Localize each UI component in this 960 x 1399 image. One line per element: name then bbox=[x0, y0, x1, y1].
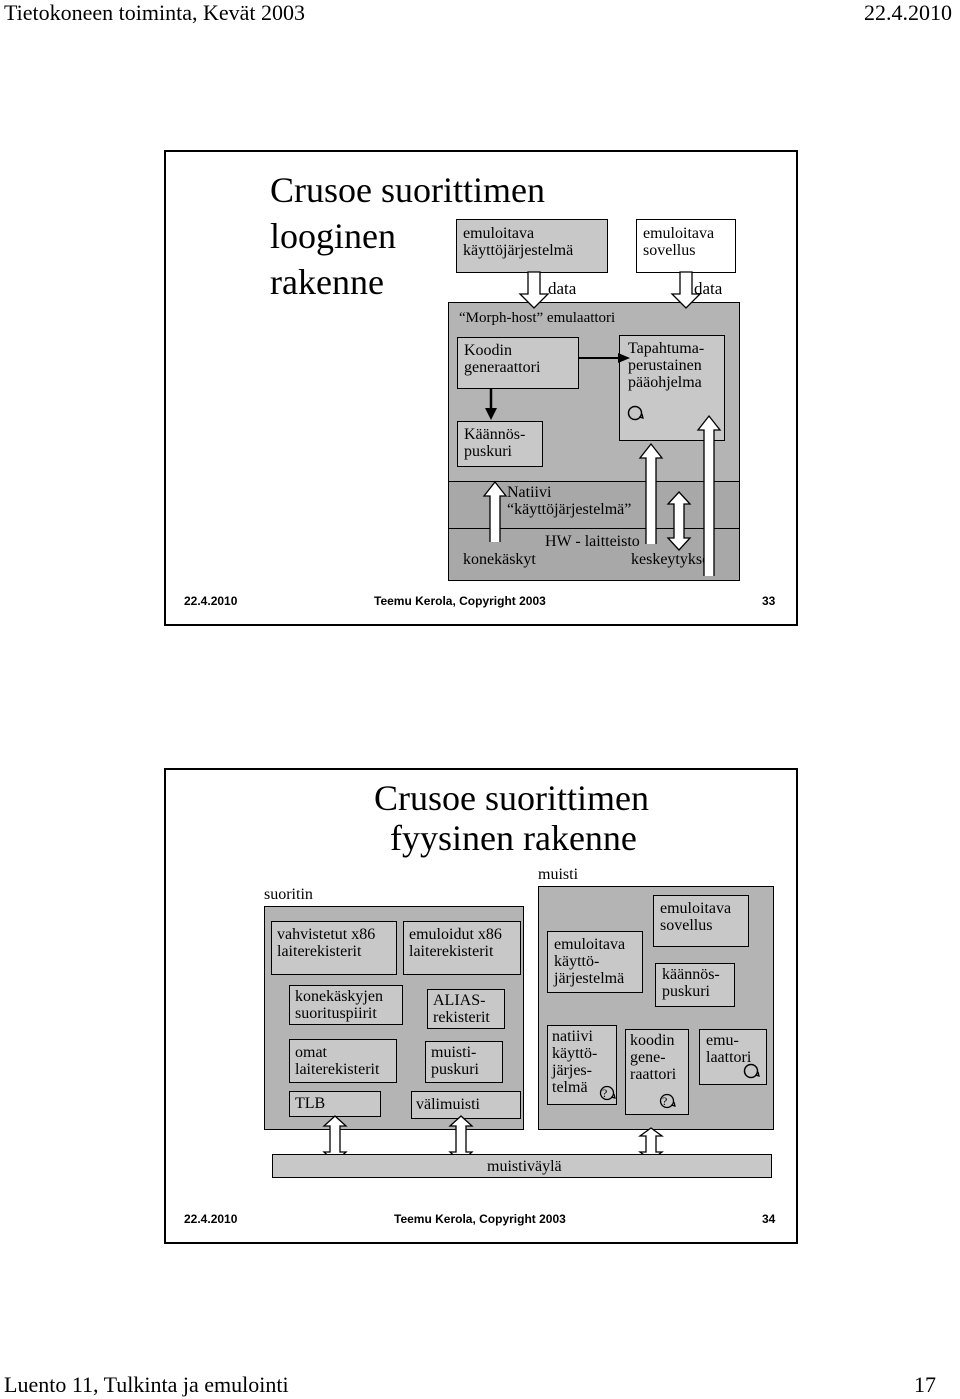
arrow-native-double bbox=[666, 491, 692, 551]
data-arrow-down-1 bbox=[518, 271, 550, 309]
slide2-title-line2: fyysinen rakenne bbox=[390, 818, 637, 858]
course-header: Tietokoneen toiminta, Kevät 2003 bbox=[4, 0, 306, 25]
tlb-box: TLB bbox=[289, 1091, 381, 1117]
code-generator-box: Koodin generaattori bbox=[457, 337, 579, 389]
processor-box: vahvistetut x86 laiterekisterit emuloidu… bbox=[264, 906, 524, 1130]
morph-host-label: “Morph-host” emulaattori bbox=[459, 310, 616, 326]
emulated-os-label: emuloitava käyttöjärjestelmä bbox=[463, 225, 574, 259]
cache-box: välimuisti bbox=[411, 1091, 521, 1119]
exec-pipelines-box: konekäskyjen suorituspiirit bbox=[289, 985, 403, 1025]
tlb-label: TLB bbox=[295, 1095, 326, 1112]
trans-buf-box: käännös- puskuri bbox=[655, 963, 735, 1007]
slide2-footer-number: 34 bbox=[762, 1212, 776, 1226]
slide2-title-line1: Crusoe suorittimen bbox=[374, 778, 649, 818]
slide1-title-line1: Crusoe suorittimen bbox=[270, 170, 545, 210]
arrow-up-event-1 bbox=[638, 442, 664, 544]
slide-physical-structure: Crusoe suorittimen fyysinen rakenne suor… bbox=[164, 768, 798, 1244]
data-arrow-down-2 bbox=[670, 271, 702, 309]
slide-logical-structure: Crusoe suorittimen looginen rakenne emul… bbox=[164, 150, 798, 626]
emulator-label: emu- laattori bbox=[706, 1032, 752, 1066]
arrow-codegen-to-buffer bbox=[485, 388, 497, 420]
native-os2-box: natiivi käyttö- järjes- telmä ? bbox=[547, 1025, 617, 1105]
trans-buf-label: käännös- puskuri bbox=[662, 966, 720, 1000]
memory-bus-label: muistiväylä bbox=[487, 1158, 562, 1175]
emulated-regs-box: emuloidut x86 laiterekisterit bbox=[403, 921, 521, 975]
emulated-regs-label: emuloidut x86 laiterekisterit bbox=[409, 926, 502, 960]
emulator-box: emu- laattori bbox=[699, 1029, 767, 1085]
slide1-footer-number: 33 bbox=[762, 594, 776, 608]
page-number: 17 bbox=[914, 1372, 936, 1397]
emu-os-box: emuloitava käyttö- järjestelmä bbox=[547, 931, 643, 993]
question-mark-1: ? bbox=[602, 1086, 608, 1100]
native-os2-label: natiivi käyttö- järjes- telmä bbox=[552, 1028, 598, 1096]
code-gen2-box: koodin gene- raattori ? bbox=[625, 1029, 689, 1115]
question-loop-icon-2 bbox=[659, 1093, 676, 1109]
emu-app-box: emuloitava sovellus bbox=[653, 895, 749, 947]
native-os-label: Natiivi “käyttöjärjestelmä” bbox=[507, 484, 632, 518]
emu-os-label: emuloitava käyttö- järjestelmä bbox=[554, 936, 626, 987]
emu-app-label: emuloitava sovellus bbox=[660, 900, 732, 934]
arrow-codegen-to-event bbox=[578, 353, 630, 363]
own-regs-box: omat laiterekisterit bbox=[289, 1039, 397, 1083]
emulated-app-box: emuloitava sovellus bbox=[636, 219, 736, 273]
question-mark-2: ? bbox=[662, 1094, 668, 1108]
arrow-up-event-2 bbox=[696, 414, 722, 576]
hw-label: HW - laitteisto bbox=[545, 533, 640, 550]
morph-host-text: Morph-host” emulaattori bbox=[465, 310, 616, 326]
code-generator-label: Koodin generaattori bbox=[464, 342, 541, 376]
arrow-native-up-left bbox=[482, 480, 508, 542]
event-main-box: Tapahtuma- perustainen pääohjelma bbox=[619, 335, 725, 441]
slide2-footer-date: 22.4.2010 bbox=[184, 1212, 238, 1226]
alias-regs-label: ALIAS- rekisterit bbox=[433, 992, 490, 1026]
exec-pipelines-label: konekäskyjen suorituspiirit bbox=[295, 988, 383, 1022]
slide1-footer-author: Teemu Kerola, Copyright 2003 bbox=[374, 594, 546, 608]
cache-label: välimuisti bbox=[416, 1096, 480, 1113]
verified-regs-label: vahvistetut x86 laiterekisterit bbox=[277, 926, 376, 960]
own-regs-label: omat laiterekisterit bbox=[295, 1044, 380, 1078]
lecture-footer: Luento 11, Tulkinta ja emulointi bbox=[4, 1372, 289, 1397]
slide2-footer-author: Teemu Kerola, Copyright 2003 bbox=[394, 1212, 566, 1226]
mem-buffer-box: muisti- puskuri bbox=[425, 1041, 503, 1083]
memory-label: muisti bbox=[538, 866, 579, 883]
mem-buffer-label: muisti- puskuri bbox=[431, 1044, 479, 1078]
instructions-label: konekäskyt bbox=[463, 551, 536, 568]
memory-box: emuloitava käyttö- järjestelmä emuloitav… bbox=[538, 886, 774, 1130]
header-date: 22.4.2010 bbox=[864, 0, 952, 25]
question-loop-icon-1 bbox=[599, 1085, 616, 1101]
emulated-app-label: emuloitava sovellus bbox=[643, 225, 715, 259]
processor-label: suoritin bbox=[264, 886, 313, 903]
emulated-os-box: emuloitava käyttöjärjestelmä bbox=[456, 219, 608, 273]
translation-buffer-label: Käännös- puskuri bbox=[464, 426, 526, 460]
event-main-label: Tapahtuma- perustainen pääohjelma bbox=[628, 340, 705, 391]
slide1-title-line2: looginen bbox=[270, 216, 396, 256]
slide1-title-line3: rakenne bbox=[270, 262, 384, 302]
data-label-2: data bbox=[694, 279, 723, 298]
interrupts-label: keskeytykset bbox=[631, 551, 714, 568]
loop-icon-2 bbox=[743, 1063, 760, 1079]
loop-icon bbox=[627, 405, 644, 421]
verified-regs-box: vahvistetut x86 laiterekisterit bbox=[271, 921, 397, 975]
alias-regs-box: ALIAS- rekisterit bbox=[427, 989, 505, 1029]
translation-buffer-box: Käännös- puskuri bbox=[457, 421, 543, 467]
slide1-footer-date: 22.4.2010 bbox=[184, 594, 238, 608]
code-gen2-label: koodin gene- raattori bbox=[630, 1032, 677, 1083]
memory-bus-box: muistiväylä bbox=[272, 1154, 772, 1178]
data-label-1: data bbox=[548, 279, 577, 298]
